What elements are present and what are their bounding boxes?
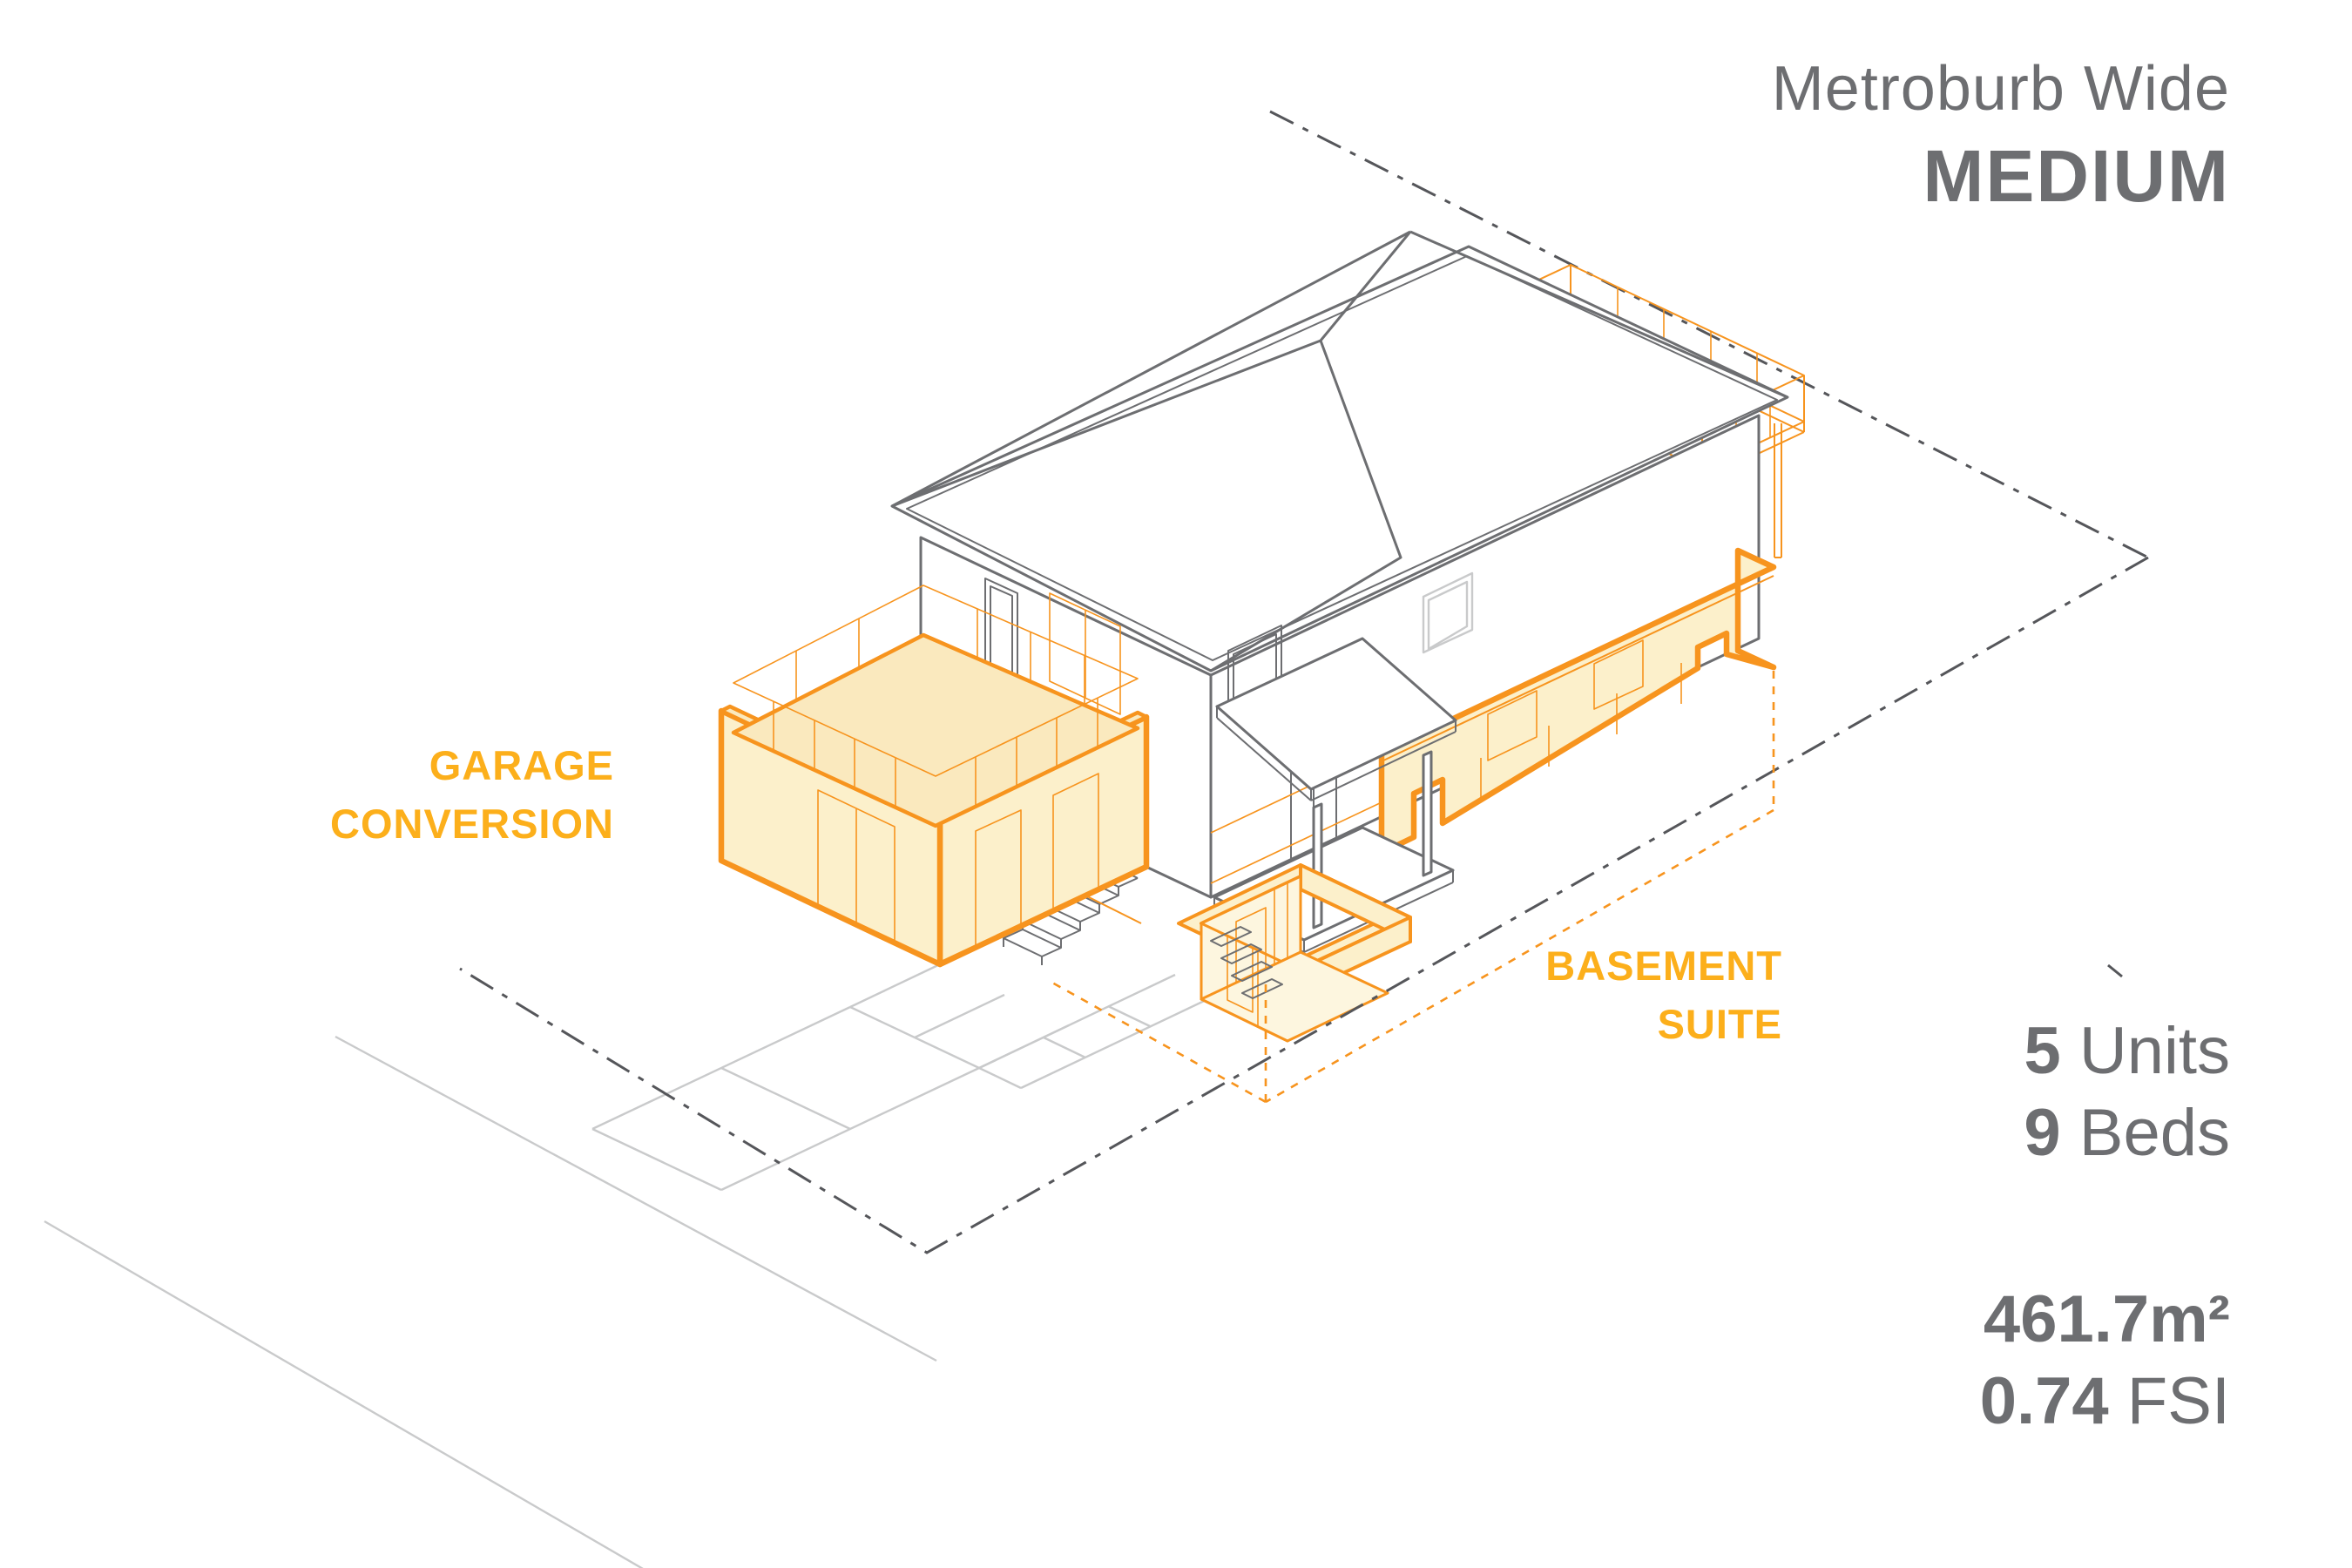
property-boundary <box>1269 110 2149 559</box>
porch-column <box>1422 750 1433 877</box>
units-stat: 5 Units <box>2024 1014 2230 1088</box>
garage-door <box>1052 773 1099 912</box>
beds-stat: 9 Beds <box>2024 1096 2230 1171</box>
garage-conversion-label: GARAGE CONVERSION <box>330 742 614 847</box>
courtyard-door <box>1227 935 1254 1013</box>
roof-fascia <box>906 255 1778 661</box>
variant-label: MEDIUM <box>1923 135 2230 217</box>
roof-hips-ridge <box>891 230 1788 672</box>
units-beds-stats: 5 Units 9 Beds <box>2024 1010 2230 1174</box>
header-block: Metroburb Wide MEDIUM <box>1772 57 2230 213</box>
ground-lines <box>44 963 1218 1568</box>
basement-window <box>1593 639 1644 710</box>
basement-window <box>1487 690 1538 761</box>
deck-access-door <box>1049 592 1121 715</box>
porch-column <box>1312 802 1323 929</box>
deck-railing <box>733 585 1139 777</box>
area-stat: 461.7m² <box>1983 1282 2230 1356</box>
basement-suite-overlay <box>1378 547 1777 856</box>
house-roof <box>890 230 1789 672</box>
fsi-stat: 0.74 FSI <box>1979 1364 2230 1439</box>
garage-conversion-overlay <box>718 585 1150 968</box>
garage-side-door <box>817 789 896 943</box>
basement-projection-dashed <box>1051 671 1775 1104</box>
garage-roof-deck <box>731 632 1140 828</box>
courtyard-floor <box>1200 950 1389 1043</box>
basement-suite-label: BASEMENT SUITE <box>1545 943 1782 1047</box>
basement-courtyard <box>1177 863 1412 1043</box>
floor-line-lower <box>1210 801 1382 884</box>
deck-post <box>1774 423 1782 558</box>
page-title: Metroburb Wide <box>1771 54 2230 124</box>
basement-strip <box>1378 547 1777 856</box>
garage-door <box>975 809 1022 949</box>
property-boundary-front <box>459 556 2149 1254</box>
area-fsi-stats: 461.7m² 0.74 FSI <box>1980 1279 2230 1443</box>
